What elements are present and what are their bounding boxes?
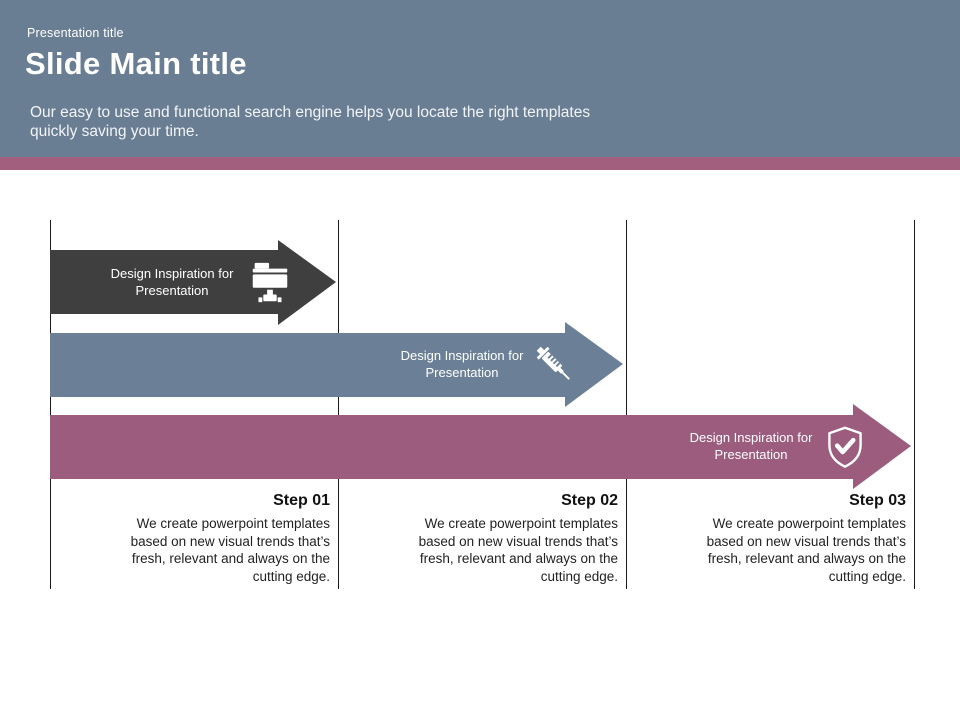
column-divider-3 — [626, 220, 627, 589]
arrow-body — [50, 415, 853, 479]
arrow-label: Design Inspiration for Presentation — [92, 266, 252, 299]
arrow-head — [853, 404, 911, 489]
arrow-head — [278, 240, 336, 325]
header-band: Presentation title Slide Main title Our … — [0, 0, 960, 157]
step-block-1: Step 01 We create powerpoint templates b… — [90, 492, 330, 585]
step-title: Step 01 — [273, 492, 330, 509]
shield-check-icon — [823, 424, 867, 475]
column-divider-2 — [338, 220, 339, 589]
presentation-title-kicker: Presentation title — [27, 26, 124, 40]
column-divider-4 — [914, 220, 915, 589]
step-description: We create powerpoint templates based on … — [130, 516, 330, 584]
process-arrow-step-2: Design Inspiration for Presentation — [50, 322, 625, 407]
arrow-label-line1: Design Inspiration for — [689, 430, 813, 445]
arrow-label: Design Inspiration for Presentation — [382, 348, 542, 381]
step-title: Step 02 — [561, 492, 618, 509]
arrow-label-line2: Presentation — [714, 446, 788, 462]
step-title: Step 03 — [849, 492, 906, 509]
slide-main-title: Slide Main title — [25, 46, 247, 81]
arrow-label: Design Inspiration for Presentation — [671, 430, 831, 463]
arrow-label-line2: Presentation — [135, 282, 209, 298]
accent-stripe — [0, 157, 960, 170]
slide-subtitle: Our easy to use and functional search en… — [30, 104, 591, 140]
arrow-body — [50, 250, 278, 314]
column-divider-1 — [50, 220, 51, 589]
arrow-label-line1: Design Inspiration for — [110, 266, 234, 281]
arrow-label-line1: Design Inspiration for — [400, 348, 524, 363]
arrow-body — [50, 333, 565, 397]
syringe-icon — [532, 342, 578, 393]
step-description: We create powerpoint templates based on … — [706, 516, 906, 584]
arrow-label-line2: Presentation — [425, 364, 499, 380]
network-folder-icon — [247, 260, 293, 311]
step-block-2: Step 02 We create powerpoint templates b… — [378, 492, 618, 585]
arrow-head — [565, 322, 623, 407]
step-block-3: Step 03 We create powerpoint templates b… — [666, 492, 906, 585]
process-arrow-step-3: Design Inspiration for Presentation — [50, 404, 915, 489]
step-description: We create powerpoint templates based on … — [418, 516, 618, 584]
process-arrow-step-1: Design Inspiration for Presentation — [50, 240, 340, 325]
